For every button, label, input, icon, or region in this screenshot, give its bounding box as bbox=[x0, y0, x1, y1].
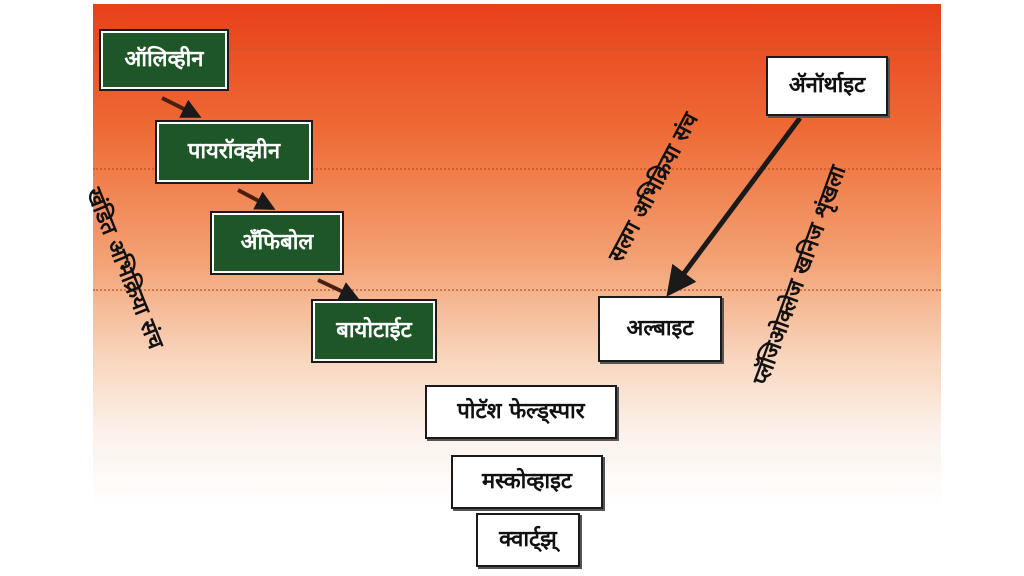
mineral-label: ॲनॉर्थाइट bbox=[788, 73, 866, 98]
mineral-box-anorthite: ॲनॉर्थाइट bbox=[766, 56, 888, 116]
divider-line bbox=[93, 168, 941, 170]
divider-line bbox=[93, 289, 941, 291]
mineral-label: ऑलिव्हीन bbox=[124, 47, 204, 72]
mineral-label: ॲंफिबोल bbox=[240, 230, 314, 255]
mineral-label: अल्बाइट bbox=[626, 316, 694, 341]
mineral-box-pyroxene: पायरॉक्झीन bbox=[155, 120, 313, 184]
mineral-box-muscovite: मस्कोव्हाइट bbox=[451, 455, 603, 509]
divider-line bbox=[93, 48, 941, 50]
mineral-box-biotite: बायोटाईट bbox=[311, 299, 437, 363]
mineral-box-albite: अल्बाइट bbox=[598, 296, 722, 362]
mineral-label: बायोटाईट bbox=[336, 318, 412, 343]
mineral-label: मस्कोव्हाइट bbox=[482, 469, 572, 494]
mineral-box-olivine: ऑलिव्हीन bbox=[99, 29, 229, 91]
mineral-box-potash-feldspar: पोटॅश फेल्ड्स्पार bbox=[425, 385, 617, 439]
mineral-label: पोटॅश फेल्ड्स्पार bbox=[457, 399, 585, 424]
mineral-box-amphibole: ॲंफिबोल bbox=[210, 211, 344, 275]
mineral-label: पायरॉक्झीन bbox=[187, 139, 281, 164]
mineral-label: क्वार्ट्झ् bbox=[499, 527, 557, 552]
mineral-box-quartz: क्वार्ट्झ् bbox=[476, 513, 580, 567]
